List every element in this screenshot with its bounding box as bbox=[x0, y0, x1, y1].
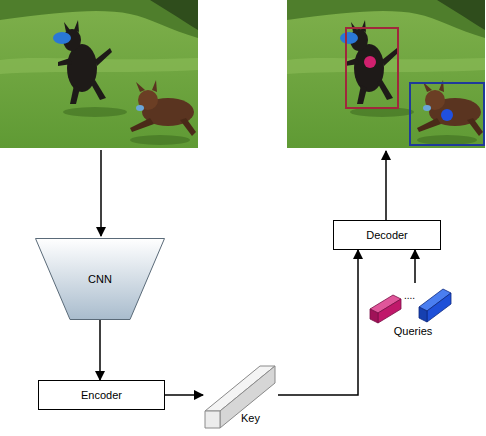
bar-face bbox=[370, 309, 378, 323]
flow-arrow bbox=[385, 151, 387, 220]
trapezoid bbox=[36, 239, 165, 320]
bar-face bbox=[220, 366, 275, 428]
node-label: Key bbox=[241, 412, 260, 425]
flow-connector bbox=[414, 250, 416, 283]
encoder-box: Encoder bbox=[38, 380, 165, 410]
bar-face bbox=[419, 307, 427, 322]
input-photo bbox=[0, 0, 198, 148]
flow-connector bbox=[278, 250, 358, 395]
cnn-trapezoid: CNN bbox=[35, 238, 165, 320]
output-photo bbox=[287, 0, 485, 148]
flow-arrow bbox=[100, 150, 102, 236]
bounding-box bbox=[410, 83, 484, 145]
node-label: Encoder bbox=[81, 389, 122, 402]
bounding-box bbox=[346, 28, 398, 108]
bar-face bbox=[205, 411, 220, 428]
bar-face bbox=[427, 293, 451, 322]
ellipsis-label: .... bbox=[404, 290, 415, 302]
key-bar bbox=[203, 356, 278, 430]
query-dot bbox=[364, 56, 376, 68]
flow-connector bbox=[165, 394, 203, 396]
query-dot bbox=[441, 109, 453, 121]
flow-connector bbox=[99, 320, 101, 380]
node-label: CNN bbox=[88, 273, 112, 286]
node-label: Decoder bbox=[366, 229, 408, 242]
node-label: Queries bbox=[394, 325, 433, 338]
bar-face bbox=[378, 299, 401, 323]
key-tensor: Key bbox=[203, 356, 278, 430]
decoder-box: Decoder bbox=[333, 220, 441, 250]
